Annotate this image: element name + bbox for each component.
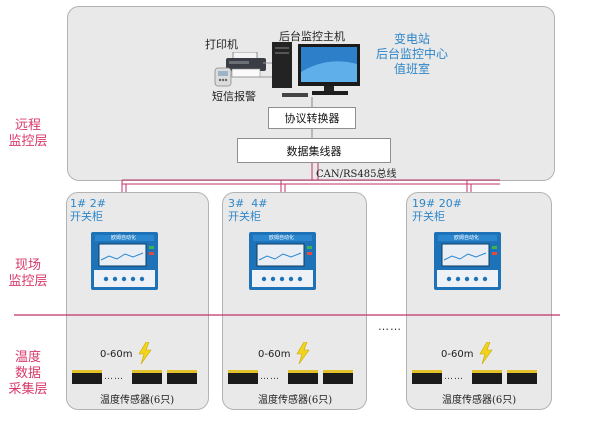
cabinet-title-1: 1# 2# 开关柜	[70, 197, 106, 223]
bus-label: CAN/RS485总线	[316, 169, 397, 180]
wireless-lightning-icon-3	[479, 342, 493, 364]
sensor-ellipsis-1: ……	[104, 372, 124, 382]
printer-icon	[226, 52, 266, 78]
layer-label-remote: 远程 监控层	[8, 118, 48, 149]
cabinet-title-2: 3# 4# 开关柜	[228, 197, 268, 223]
layer-label-field: 现场 监控层	[8, 258, 48, 289]
sensor-ellipsis-2: ……	[260, 372, 280, 382]
device-brand-text-2: 欧姆自动化	[269, 235, 295, 241]
device-brand-text-3: 欧姆自动化	[454, 235, 480, 241]
layer-label-sensor: 温度 数据 采集层	[8, 350, 48, 397]
wireless-lightning-icon-2	[296, 342, 310, 364]
sensor-ellipsis-3: ……	[444, 372, 464, 382]
sensor-label-1: 温度传感器(6只)	[100, 395, 175, 406]
sensor-label-3: 温度传感器(6只)	[442, 395, 517, 406]
sensor-icons-1	[72, 370, 197, 384]
monitor-device-1: 欧姆自动化	[91, 232, 158, 290]
sensor-label-2: 温度传感器(6只)	[258, 395, 333, 406]
monitor-device-3: 欧姆自动化	[434, 232, 501, 290]
sensor-icons-3	[412, 370, 537, 384]
station-title: 变电站 后台监控中心 值班室	[375, 32, 448, 76]
between-cabinets-ellipsis: ……	[378, 320, 402, 333]
wireless-lightning-icon-1	[138, 342, 152, 364]
host-label: 后台监控主机	[279, 30, 345, 43]
distance-label-2: 0-60m	[258, 349, 291, 360]
sms-device-icon	[214, 67, 232, 87]
sms-label: 短信报警	[212, 90, 256, 103]
cabinet-title-3: 19# 20# 开关柜	[412, 197, 462, 223]
monitor-device-2: 欧姆自动化	[249, 232, 316, 290]
computer-icon	[272, 42, 360, 97]
protocol-converter-box: 协议转换器	[268, 107, 356, 129]
data-concentrator-box: 数据集线器	[237, 138, 391, 163]
device-brand-text-1: 欧姆自动化	[111, 235, 137, 241]
printer-label: 打印机	[205, 38, 238, 51]
sensor-icons-2	[228, 370, 353, 384]
distance-label-3: 0-60m	[441, 349, 474, 360]
distance-label-1: 0-60m	[100, 349, 133, 360]
